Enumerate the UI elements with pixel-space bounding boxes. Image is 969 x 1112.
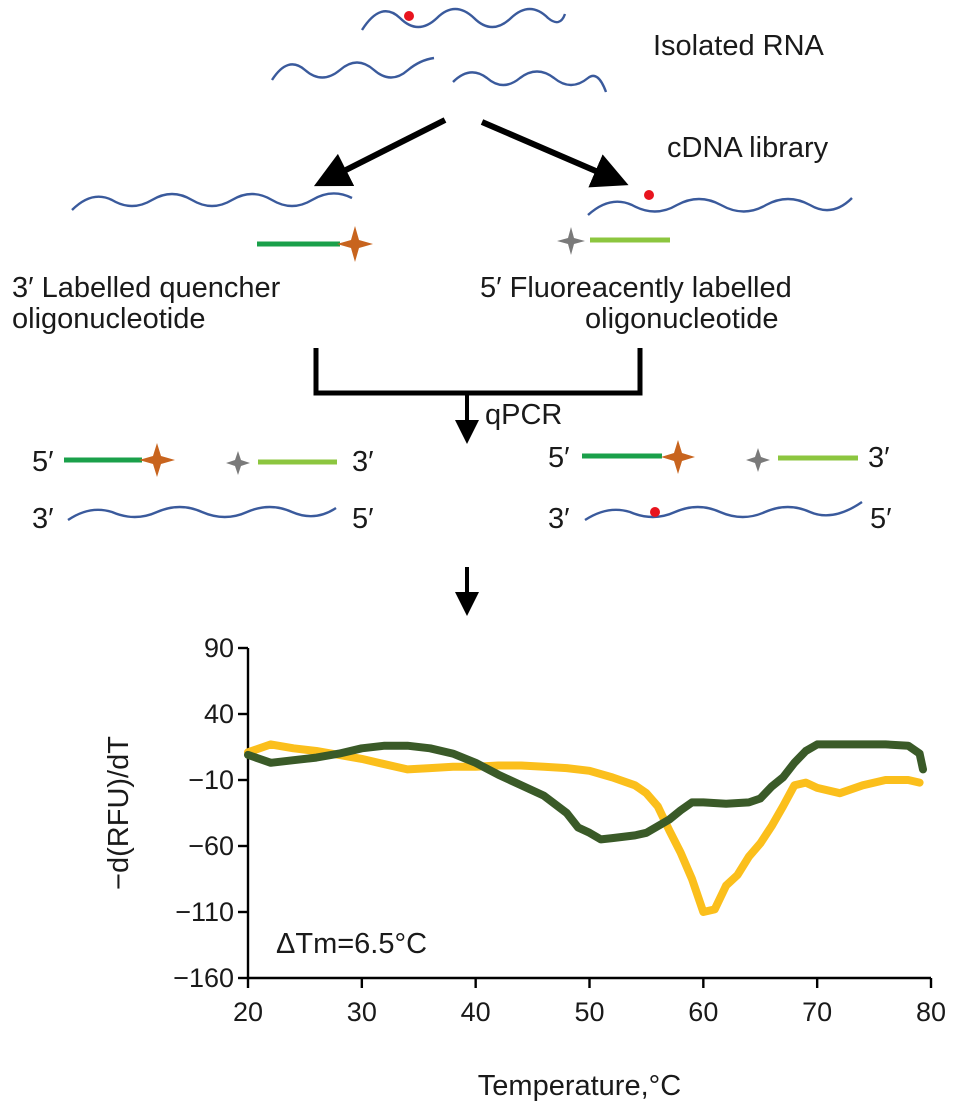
rna-strand-left	[270, 56, 435, 81]
mutation-dot-top	[404, 11, 414, 21]
qpcr-label: qPCR	[485, 399, 562, 431]
y-tick-label: −10	[188, 765, 234, 795]
y-tick-label: −60	[188, 831, 234, 861]
right-bottom-3prime: 3′	[548, 503, 570, 535]
arrow-left	[313, 117, 447, 187]
y-axis-label: −d(RFU)/dT	[103, 736, 135, 890]
x-tick-label: 70	[802, 997, 832, 1027]
x-tick-label: 60	[688, 997, 718, 1027]
right-fluor-star-icon	[746, 448, 770, 472]
mutation-dot-cdna	[644, 190, 654, 200]
fluor-label-line1: 5′ Fluoreacently labelled	[480, 272, 792, 304]
x-tick-label: 40	[461, 997, 491, 1027]
rna-strand-right	[452, 70, 608, 93]
left-quencher-star-icon	[139, 443, 175, 477]
isolated-rna-strands	[270, 7, 608, 93]
left-top-5prime: 5′	[32, 446, 54, 478]
isolated-rna-label: Isolated RNA	[653, 30, 825, 62]
arrow-right	[480, 119, 629, 188]
left-target-strand	[67, 505, 337, 521]
x-tick-label: 20	[233, 997, 263, 1027]
quencher-label-line2: oligonucleotide	[12, 303, 205, 335]
cdna-library-label: cDNA library	[667, 132, 829, 164]
left-top-3prime: 3′	[352, 446, 374, 478]
quencher-star-icon	[337, 226, 373, 262]
melt-curve-series-2	[244, 740, 927, 844]
cdna-strand-right	[587, 197, 853, 216]
cdna-strand-left	[71, 192, 353, 211]
y-tick-label: −110	[175, 897, 234, 927]
x-tick-label: 80	[916, 997, 946, 1027]
y-tick-label: 90	[204, 633, 234, 663]
right-quencher-star-icon	[661, 440, 695, 474]
y-tick-label: 40	[204, 699, 234, 729]
delta-tm-annotation: ΔTm=6.5°C	[276, 928, 427, 960]
quencher-label-line1: 3′ Labelled quencher	[12, 272, 281, 304]
right-target-strand	[584, 501, 863, 522]
melt-curve-chart: 90 40 −10 −60 −110 −160 20 30 40 50 60 70 80Temperat…	[103, 633, 946, 1102]
y-tick-label: −160	[173, 963, 234, 993]
rna-strand-top	[360, 7, 567, 31]
x-tick-label: 30	[347, 997, 377, 1027]
mutation-dot-right	[650, 507, 660, 517]
left-bottom-3prime: 3′	[32, 503, 54, 535]
x-axis-label: Temperature,°C	[478, 1070, 681, 1102]
right-bottom-5prime: 5′	[870, 503, 892, 535]
left-bottom-5prime: 5′	[352, 503, 374, 535]
fluor-label-line2: oligonucleotide	[585, 303, 778, 335]
x-tick-label: 50	[574, 997, 604, 1027]
melt-curve-series-1	[244, 740, 924, 916]
right-top-5prime: 5′	[548, 442, 570, 474]
left-fluor-star-icon	[226, 451, 250, 475]
fluor-star-icon	[557, 227, 585, 255]
right-top-3prime: 3′	[868, 442, 890, 474]
merge-bracket	[313, 348, 643, 396]
